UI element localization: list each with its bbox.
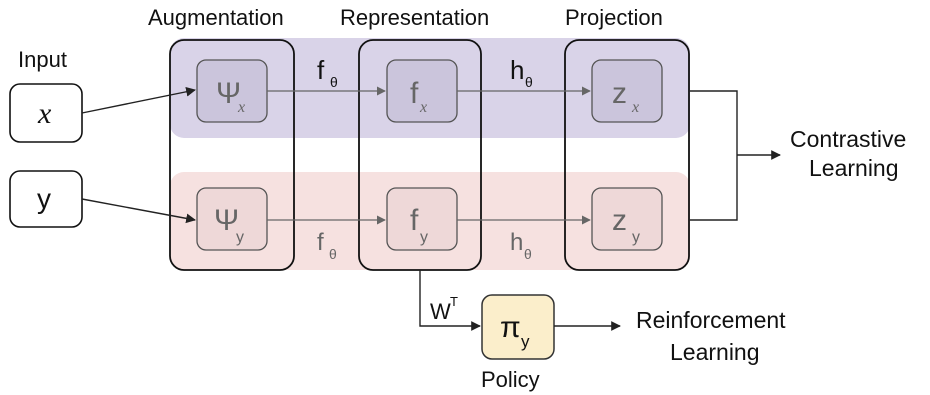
edge-label-h-theta-x-sub: θ [525, 74, 533, 90]
edge-label-f-theta-x-sub: θ [330, 74, 338, 90]
f-x-subscript: x [419, 99, 427, 116]
z-y-subscript: y [632, 229, 640, 246]
policy-symbol: π [500, 311, 521, 344]
rl-label-line1: Reinforcement [636, 307, 786, 333]
edge-label-w-transpose-sup: T [450, 294, 458, 309]
psi-y-node [196, 187, 268, 251]
policy-subscript: y [521, 332, 530, 351]
projection-column [564, 39, 690, 271]
edge-label-h-theta-y-sub: θ [524, 246, 532, 262]
input-x-text: x [37, 97, 52, 130]
representation-heading: Representation [340, 5, 489, 30]
edge-f-y-to-policy [419, 270, 481, 331]
edge-label-f-theta-x: f [317, 55, 325, 85]
policy-label: Policy [481, 367, 540, 392]
edge-label-h-theta-x: h [510, 55, 524, 85]
policy-node [481, 294, 555, 360]
edge-label-f-theta-y-sub: θ [329, 246, 337, 262]
edge-label-f-theta-y: f [317, 229, 324, 256]
edge-label-h-theta-y: h [510, 229, 523, 256]
edge-input-x-to-psi-x [81, 86, 196, 114]
z-y-node [591, 187, 663, 251]
projection-heading: Projection [565, 5, 663, 30]
z-x-node [591, 59, 663, 123]
z-x-subscript: x [631, 99, 639, 116]
psi-y-symbol: Ψ [214, 204, 239, 237]
input-y-text: y [37, 183, 51, 214]
psi-y-subscript: y [236, 229, 244, 246]
augmentation-column [169, 39, 295, 271]
psi-x-symbol: Ψ [216, 77, 241, 110]
psi-x-subscript: x [237, 99, 245, 116]
rl-label-line2: Learning [670, 339, 760, 365]
contrastive-label-line2: Learning [809, 155, 899, 181]
augmentation-heading: Augmentation [148, 5, 284, 30]
f-y-node [386, 187, 458, 251]
edge-label-w-transpose: W [430, 299, 451, 324]
f-y-subscript: y [420, 229, 428, 246]
f-y-symbol: f [410, 204, 419, 237]
edge-z-x-to-merge [689, 90, 738, 221]
f-x-symbol: f [410, 77, 419, 110]
edge-input-y-to-psi-y [81, 198, 196, 224]
input-label: Input [18, 47, 67, 72]
z-x-symbol: z [612, 77, 627, 110]
z-y-symbol: z [612, 204, 627, 237]
contrastive-label-line1: Contrastive [790, 126, 906, 152]
